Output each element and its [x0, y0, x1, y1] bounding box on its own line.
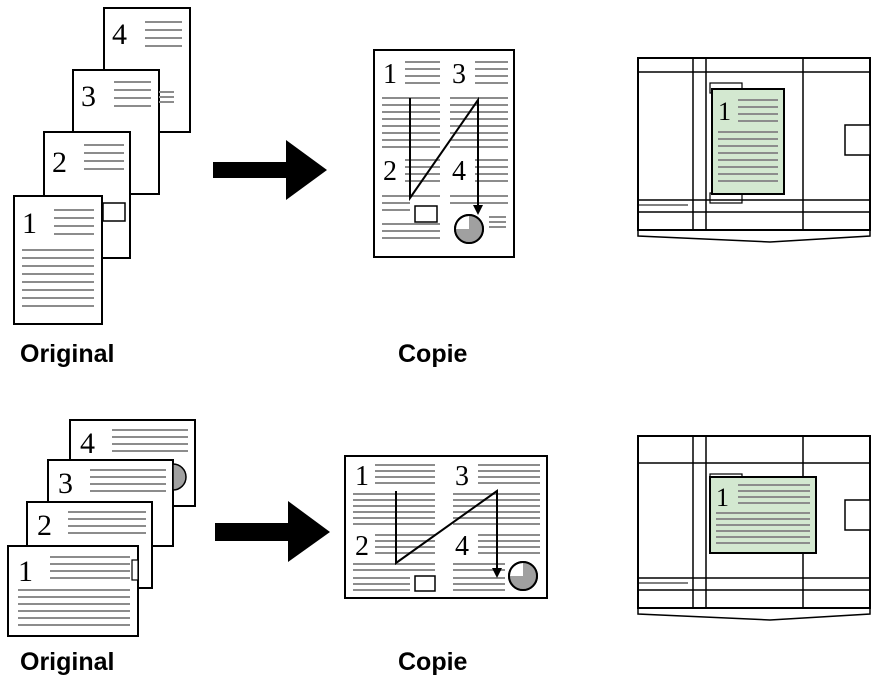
glass-page-number: 1 — [718, 97, 731, 126]
scanner-top-view-portrait: 1 — [637, 57, 871, 243]
copy-page-number: 4 — [455, 531, 469, 562]
original-page-1: 1 — [7, 545, 139, 637]
original-page-number: 2 — [52, 146, 67, 179]
original-page-number: 4 — [112, 18, 127, 51]
copy-page-number: 4 — [452, 156, 466, 187]
copy-page-number: 3 — [455, 461, 469, 492]
copy-page-portrait: 1 3 2 4 — [373, 49, 515, 258]
reading-order-arrow — [409, 96, 483, 215]
original-page-number: 4 — [80, 427, 95, 460]
pie-icon — [508, 561, 538, 591]
copy-page-number: 2 — [383, 156, 397, 187]
copy-caption: Copie — [398, 648, 468, 676]
glass-page: 1 — [711, 88, 785, 195]
original-stack-portrait: 4 3 2 — [13, 7, 191, 325]
original-page-number: 3 — [81, 80, 96, 113]
arrow-right-icon — [215, 501, 330, 562]
glass-page: 1 — [709, 476, 817, 554]
copy-page-landscape: 1 3 2 4 — [344, 455, 548, 599]
arrow-right-icon — [213, 140, 327, 200]
original-caption: Original — [20, 340, 115, 368]
original-page-number: 1 — [22, 207, 37, 240]
copy-page-number: 1 — [355, 461, 369, 492]
copy-page-number: 3 — [452, 59, 466, 90]
copy-caption: Copie — [398, 340, 468, 368]
original-page-1: 1 — [13, 195, 103, 325]
original-page-number: 3 — [58, 467, 73, 500]
copy-page-number: 1 — [383, 59, 397, 90]
glass-page-number: 1 — [716, 483, 729, 512]
original-caption: Original — [20, 648, 115, 676]
original-page-number: 2 — [37, 509, 52, 542]
original-page-number: 1 — [18, 555, 33, 588]
reading-order-arrow — [395, 489, 502, 578]
copy-page-number: 2 — [355, 531, 369, 562]
pie-icon — [454, 214, 484, 244]
row-portrait: 4 3 2 — [13, 7, 871, 325]
scanner-top-view-landscape: 1 — [637, 435, 871, 621]
row-landscape: 4 3 2 1 — [7, 419, 871, 637]
original-stack-landscape: 4 3 2 1 — [7, 419, 196, 637]
